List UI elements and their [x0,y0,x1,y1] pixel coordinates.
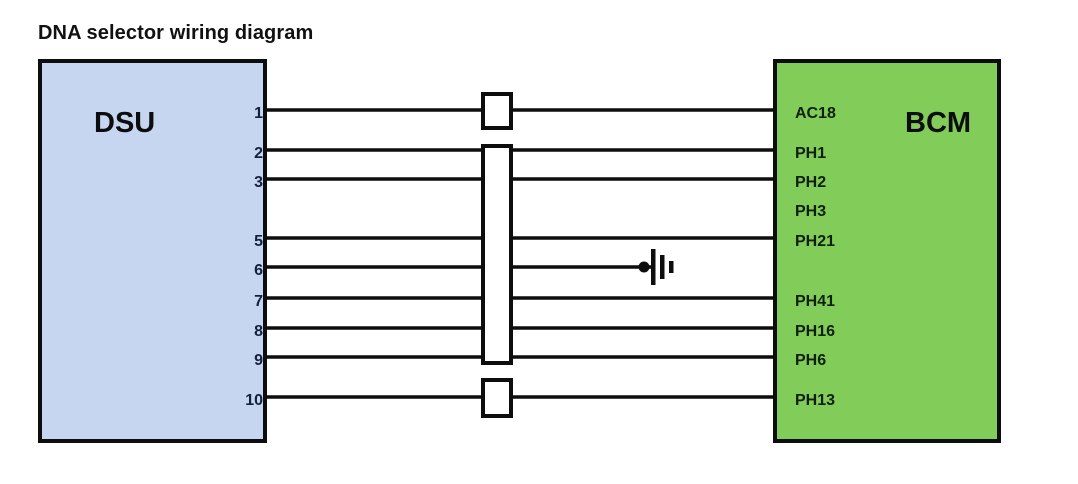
wire-lines [267,108,773,399]
ground-bar-medium [660,255,665,279]
dsu-pin-6[interactable]: 6 [254,262,263,279]
ground-bar-short [669,261,674,273]
bcm-pin-ph3[interactable]: PH3 [795,203,827,220]
ground-bar-long [651,249,656,285]
bcm-pin-ph1[interactable]: PH1 [795,145,827,162]
page-title: DNA selector wiring diagram [38,22,314,44]
module-bcm-label: BCM [905,107,972,139]
dsu-pin-7[interactable]: 7 [254,293,263,310]
bcm-pin-ph21[interactable]: PH21 [795,233,836,250]
bcm-pin-ph13[interactable]: PH13 [795,392,836,409]
wire-junction-dot [638,261,650,273]
module-dsu[interactable]: DSU 1 2 3 5 6 7 8 9 10 [38,59,267,443]
dsu-pin-3[interactable]: 3 [254,174,263,191]
connector-bottom[interactable] [481,378,513,418]
connector-top[interactable] [481,92,513,130]
dsu-pin-5[interactable]: 5 [254,233,263,250]
bcm-pin-ph16[interactable]: PH16 [795,323,836,340]
bcm-pin-ph6[interactable]: PH6 [795,352,827,369]
dsu-pin-1[interactable]: 1 [254,105,263,122]
dsu-pin-9[interactable]: 9 [254,352,263,369]
dsu-pin-8[interactable]: 8 [254,323,263,340]
connector-middle[interactable] [481,144,513,365]
chassis-ground-icon [638,249,674,285]
bcm-pin-ac18[interactable]: AC18 [795,105,836,122]
dsu-pin-2[interactable]: 2 [254,145,263,162]
dsu-pin-10[interactable]: 10 [245,392,263,409]
bcm-pin-ph2[interactable]: PH2 [795,174,827,191]
module-dsu-label: DSU [94,107,156,139]
bcm-pin-ph41[interactable]: PH41 [795,293,836,310]
